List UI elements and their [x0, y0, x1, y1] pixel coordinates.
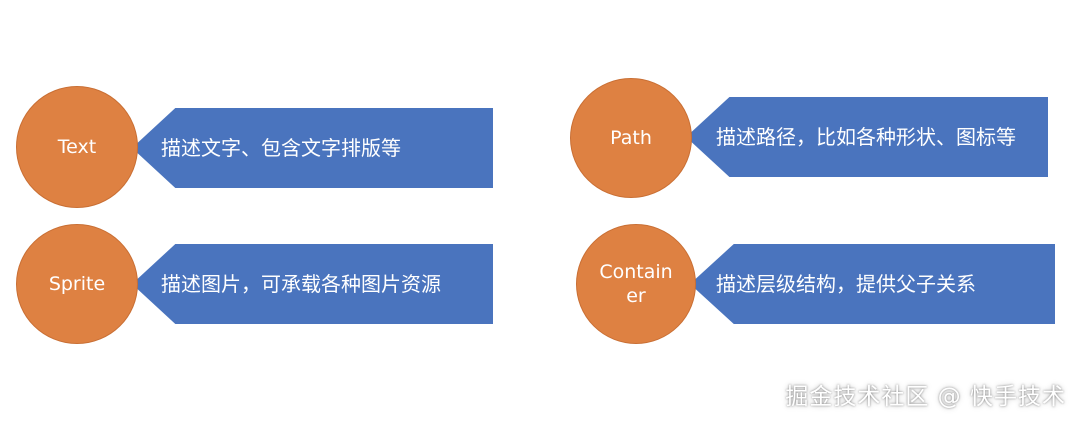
circle-sprite: Sprite: [16, 224, 138, 344]
banner-sprite: [132, 244, 493, 324]
circle-text: Text: [16, 86, 138, 208]
circle-label-text: Text: [57, 136, 97, 158]
circle-container: Container: [576, 224, 696, 344]
description-text: 描述文字、包含文字排版等: [161, 136, 401, 160]
description-path: 描述路径，比如各种形状、图标等: [716, 125, 1016, 149]
description-sprite: 描述图片，可承载各种图片资源: [161, 272, 441, 296]
circle-label-sprite: Sprite: [48, 273, 106, 295]
circle-label-container: Container: [599, 261, 673, 307]
description-container: 描述层级结构，提供父子关系: [716, 272, 976, 296]
banner-container: [690, 244, 1055, 324]
watermark: 掘金技术社区 @ 快手技术: [785, 384, 1066, 410]
banner-path: [686, 97, 1048, 177]
banner-text: [132, 108, 493, 188]
circle-path: Path: [570, 78, 692, 198]
circle-label-path: Path: [610, 127, 652, 149]
